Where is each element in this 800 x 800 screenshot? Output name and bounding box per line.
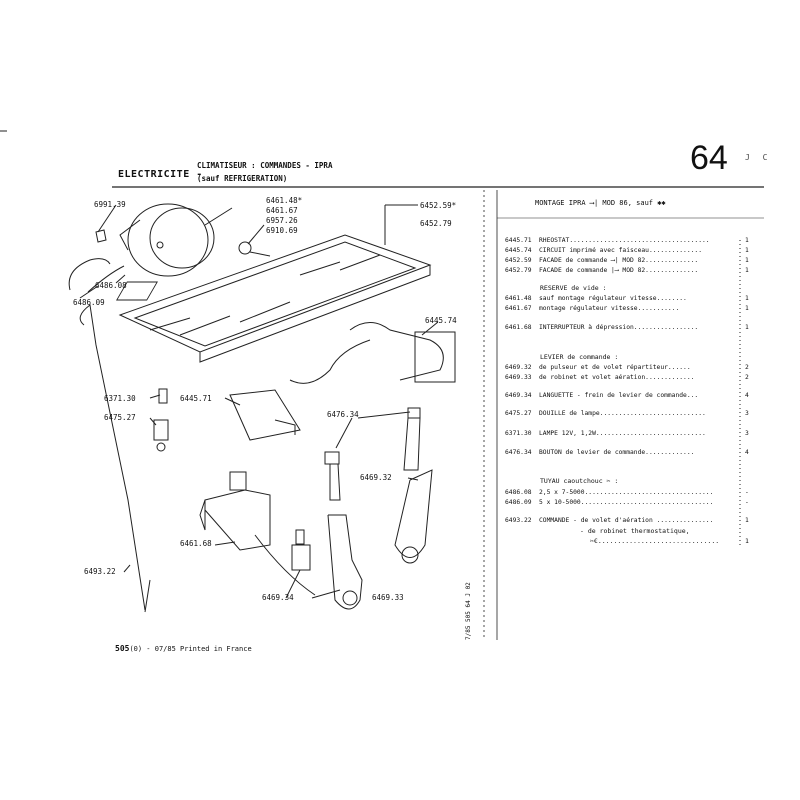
page-code: J C (745, 153, 772, 162)
part-label: 6452.59* (420, 201, 457, 210)
part-label: 6469.34 (262, 593, 294, 602)
footer-text: (0) - 07/85 Printed in France (129, 645, 252, 653)
list-item-continued: - de robinet thermostatique, (580, 527, 690, 535)
part-label: 6469.32 (360, 473, 392, 482)
part-label: 6476.34 (327, 410, 359, 419)
section-title: ELECTRICITE - (118, 169, 203, 180)
part-label: 6469.33 (372, 593, 404, 602)
part-label: 6445.71 (180, 394, 212, 403)
section-heading: RESERVE de vide : (540, 284, 607, 292)
footer-code: 505 (115, 644, 130, 653)
footer: 505(0) - 07/85 Printed in France (115, 644, 252, 653)
section-subtitle-2: (sauf REFRIGERATION) (197, 174, 288, 183)
part-label: 6910.69 (266, 226, 298, 235)
part-label: 6461.48* (266, 196, 303, 205)
part-label: 6957.26 (266, 216, 298, 225)
list-item-continued: ✂€............................... (590, 537, 720, 545)
part-label: 6452.79 (420, 219, 452, 228)
list-item-qty: 1 (745, 537, 749, 545)
part-label: 6475.27 (104, 413, 136, 422)
part-label: 6493.22 (84, 567, 116, 576)
part-label: 6445.74 (425, 316, 457, 325)
part-label: 6486.08 (95, 281, 127, 290)
part-label: 6371.30 (104, 394, 136, 403)
section-heading: LEVIER de commande : (540, 353, 619, 361)
parts-list-title: MONTAGE IPRA ⟶| MOD 86, sauf ✱✱ (535, 199, 666, 207)
section-subtitle: CLIMATISEUR : COMMANDES - IPRA (197, 161, 333, 170)
part-label: 6461.67 (266, 206, 298, 215)
section-heading: TUYAU caoutchouc ✂ : (540, 477, 619, 485)
page-number: 64 (690, 139, 728, 177)
part-label: 6486.09 (73, 298, 105, 307)
part-label: 6461.68 (180, 539, 212, 548)
side-code: 7/85 505 64 J 02 (465, 582, 472, 640)
part-label: 6991.39 (94, 200, 126, 209)
